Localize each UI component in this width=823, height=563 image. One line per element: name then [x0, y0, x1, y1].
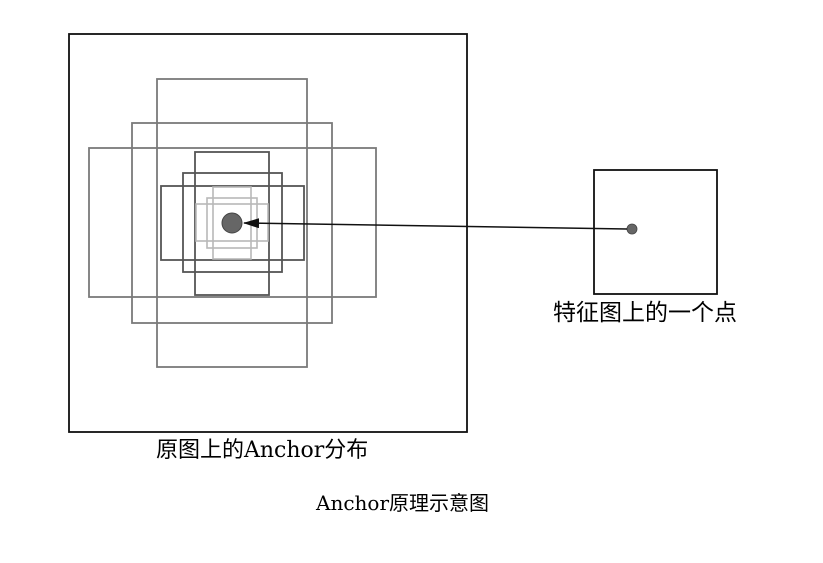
original-image-frame	[68, 33, 468, 433]
anchor-box-large-wide	[88, 147, 377, 298]
anchor-box-medium-square	[182, 172, 283, 273]
anchor-box-medium-wide	[160, 185, 305, 261]
anchor-box-large-tall	[156, 78, 308, 368]
original-image-label: 原图上的Anchor分布	[156, 438, 369, 463]
anchor-center-point	[221, 212, 243, 234]
feature-map-label: 特征图上的一个点	[553, 300, 737, 326]
feature-map-frame	[593, 169, 718, 295]
mapping-arrow	[243, 218, 628, 230]
feature-map-point	[626, 223, 638, 235]
anchor-box-small-wide	[195, 203, 269, 242]
figure-caption: Anchor原理示意图	[316, 491, 490, 515]
anchor-box-large-square	[131, 122, 333, 324]
content-background	[62, 28, 762, 468]
